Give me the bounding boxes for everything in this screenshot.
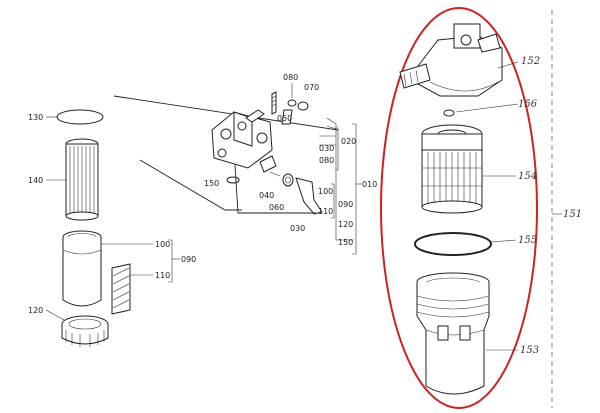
label-030: 030	[290, 224, 305, 233]
label-110: 110	[155, 271, 170, 280]
o-ring-155	[414, 232, 492, 256]
bowl-153	[416, 272, 490, 395]
list-030: 030	[319, 144, 334, 153]
middle-filter-head	[211, 109, 273, 169]
label-130: 130	[28, 113, 43, 122]
screw-080	[271, 91, 277, 115]
ring-nut-120	[61, 315, 109, 347]
list-080: 080	[319, 156, 334, 165]
label-060: 060	[269, 203, 284, 212]
label-156: 156	[518, 99, 538, 110]
label-080: 080	[283, 73, 298, 82]
filter-element-140	[65, 138, 99, 221]
bolt-050	[281, 109, 293, 125]
label-070: 070	[304, 83, 319, 92]
label-140: 140	[28, 176, 43, 185]
cup-100	[62, 230, 102, 307]
o-ring-130	[56, 109, 104, 125]
element-154	[421, 124, 483, 214]
label-120: 120	[28, 306, 43, 315]
list-110: 110	[318, 207, 333, 216]
o-ring-156	[443, 109, 455, 117]
list-090: 090	[338, 200, 353, 209]
label-010: 010	[362, 180, 377, 189]
label-155: 155	[518, 235, 537, 246]
label-100: 100	[155, 240, 170, 249]
label-090-left: 090	[181, 255, 196, 264]
list-150: 150	[338, 238, 353, 247]
elbow-030	[295, 177, 323, 215]
label-154: 154	[518, 171, 537, 182]
gasket-060	[282, 173, 294, 187]
label-040: 040	[259, 191, 274, 200]
label-151: 151	[563, 209, 582, 220]
label-150: 150	[204, 179, 219, 188]
cup-label-110	[111, 263, 131, 315]
list-120: 120	[338, 220, 353, 229]
fitting-040	[259, 155, 281, 177]
washer-070	[287, 99, 309, 111]
o-ring-150	[226, 176, 240, 184]
list-100: 100	[318, 187, 333, 196]
label-152: 152	[521, 56, 540, 67]
head-152	[399, 23, 503, 97]
label-050: 050	[277, 114, 292, 123]
list-020: 020	[341, 137, 356, 146]
highlight-ellipse	[380, 7, 538, 409]
label-153: 153	[520, 345, 539, 356]
